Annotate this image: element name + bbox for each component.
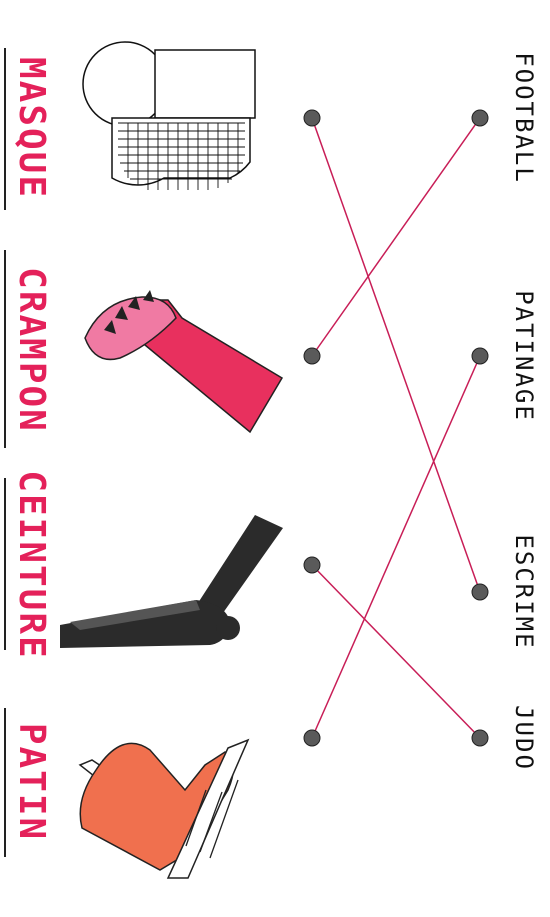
- left-dot-crampon[interactable]: [304, 348, 320, 364]
- match-line-patin-patinage: [312, 356, 480, 738]
- equipment-label-ceinture: CEINTURE: [11, 470, 52, 659]
- right-dot-patinage[interactable]: [472, 348, 488, 364]
- left-dot-ceinture[interactable]: [304, 557, 320, 573]
- match-line-masque-escrime: [312, 118, 480, 592]
- football-boot-icon: [85, 290, 282, 432]
- left-dot-masque[interactable]: [304, 110, 320, 126]
- sport-label-judo: JUDO: [510, 705, 538, 771]
- sport-label-patinage: PATINAGE: [510, 290, 538, 422]
- sport-label-escrime: ESCRIME: [510, 534, 538, 649]
- match-line-crampon-football: [312, 118, 480, 356]
- right-dot-escrime[interactable]: [472, 584, 488, 600]
- belt-icon: [60, 515, 283, 648]
- equipment-label-masque: MASQUE: [11, 57, 52, 199]
- fencing-mask-icon: [83, 42, 255, 190]
- match-lines: [312, 118, 480, 738]
- right-dot-judo[interactable]: [472, 730, 488, 746]
- sport-label-football: FOOTBALL: [510, 52, 538, 184]
- left-dot-patin[interactable]: [304, 730, 320, 746]
- equipment-label-patin: PATIN: [11, 723, 52, 841]
- right-dot-football[interactable]: [472, 110, 488, 126]
- match-line-ceinture-judo: [312, 565, 480, 738]
- equipment-label-crampon: CRAMPON: [11, 267, 52, 433]
- skate-boot-icon: [80, 740, 248, 878]
